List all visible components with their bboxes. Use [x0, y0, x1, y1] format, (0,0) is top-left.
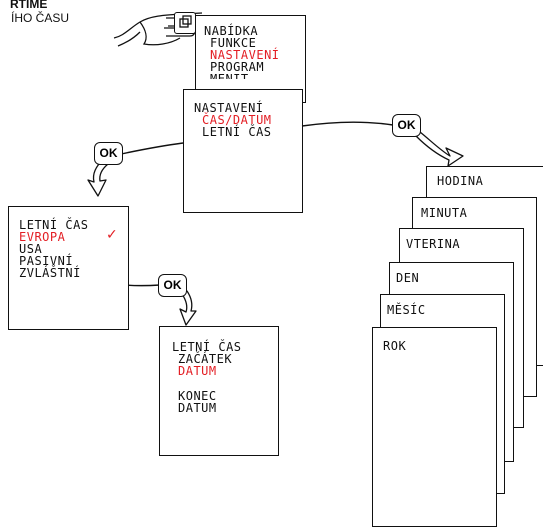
settings-item-highlighted: ČAS/DATUM — [202, 113, 272, 127]
menu-item: FUNKCE — [210, 36, 257, 50]
settings-panel: NASTAVENÍ ČAS/DATUM LETNÍ ČAS — [183, 89, 303, 213]
special-end-label: KONEC — [178, 389, 217, 403]
menu-button-icon — [174, 12, 196, 34]
menu-item-highlighted: NASTAVENÍ — [210, 48, 280, 62]
header-subtitle: ÍHO ČASU — [11, 11, 70, 25]
connector-line — [120, 142, 184, 155]
ok-button-label: OK — [163, 278, 182, 292]
menu-item-clipped: MĚNIT — [204, 73, 305, 79]
stack-card-label: HODINA — [437, 174, 484, 188]
special-end-value: DATUM — [178, 401, 217, 415]
dst-option: ZVLÁŠTNÍ — [19, 266, 81, 280]
special-start-value: DATUM — [178, 364, 217, 378]
stack-card-label: VTERINA — [406, 237, 461, 251]
stack-card-label: MĚSÍC — [387, 303, 426, 317]
special-start-label: ZAČÁTEK — [178, 352, 233, 366]
connector-line — [301, 121, 394, 127]
dst-option-highlighted: EVROPA — [19, 230, 66, 244]
stack-card-year: ROK — [372, 327, 497, 527]
curved-arrow-icon — [415, 131, 464, 167]
menu-item: NABÍDKA — [204, 24, 259, 38]
menu-panel: NABÍDKA FUNKCE NASTAVENÍ PROGRAM MĚNIT — [195, 15, 306, 103]
settings-item: NASTAVENÍ — [194, 101, 264, 115]
ok-button: OK — [158, 274, 187, 297]
menu-item: PROGRAM — [210, 60, 265, 74]
flow-connectors — [87, 121, 464, 326]
checkmark-icon: ✓ — [106, 227, 118, 243]
curved-arrow-icon — [179, 290, 197, 326]
diagram: RTIME ÍHO ČASU NABÍDKA FUNKCE NASTAVENÍ … — [8, 0, 543, 527]
header-title: RTIME — [10, 0, 48, 11]
curved-arrow-icon — [87, 159, 109, 197]
ok-button-label: OK — [99, 146, 118, 160]
ok-button-label: OK — [397, 118, 416, 132]
dst-option: USA — [19, 242, 43, 256]
dst-title: LETNÍ ČAS — [19, 218, 89, 232]
stack-card-label: DEN — [396, 271, 420, 285]
settings-item: LETNÍ ČAS — [202, 125, 272, 139]
ok-button: OK — [392, 114, 421, 137]
stack-card-label: ROK — [383, 339, 407, 353]
special-title: LETNÍ ČAS — [172, 340, 242, 354]
dst-option: PASIVNÍ — [19, 254, 74, 268]
stack-card-label: MINUTA — [421, 206, 468, 220]
dst-panel: LETNÍ ČAS EVROPA USA PASIVNÍ ZVLÁŠTNÍ ✓ — [8, 206, 129, 330]
ok-button: OK — [94, 142, 123, 165]
special-dst-panel: LETNÍ ČAS ZAČÁTEK DATUM KONEC DATUM — [159, 326, 279, 456]
